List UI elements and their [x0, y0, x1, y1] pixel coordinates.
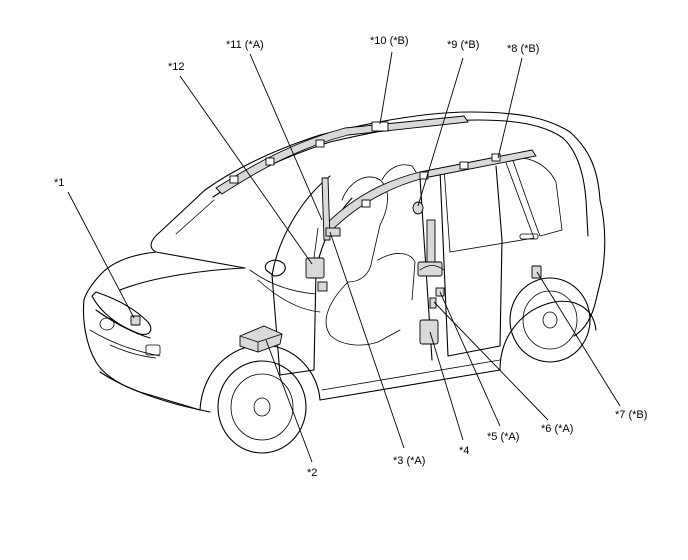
callout-12: *12	[168, 61, 185, 73]
callout-4: *4	[459, 445, 469, 457]
callout-8: *8 (*B)	[507, 43, 539, 55]
callout-2: *2	[307, 467, 317, 479]
vehicle-body	[83, 111, 606, 454]
callout-11: *11 (*A)	[226, 39, 264, 51]
curtain-airbag-near	[323, 149, 537, 233]
callout-1: *1	[54, 177, 64, 189]
callout-labels: *1 *2 *3 (*A) *4 *5 (*A) *6 (*A) *7 (*B)…	[54, 35, 647, 479]
curtain-airbag-far	[215, 115, 469, 195]
leader-lines	[67, 51, 621, 463]
callout-9: *9 (*B)	[447, 39, 479, 51]
callout-5: *5 (*A)	[487, 431, 519, 443]
callout-3: *3 (*A)	[393, 455, 425, 467]
callout-6: *6 (*A)	[541, 423, 573, 435]
callout-10: *10 (*B)	[370, 35, 409, 47]
airbag-ecu	[239, 325, 283, 353]
callout-7: *7 (*B)	[615, 409, 647, 421]
components	[130, 115, 542, 353]
